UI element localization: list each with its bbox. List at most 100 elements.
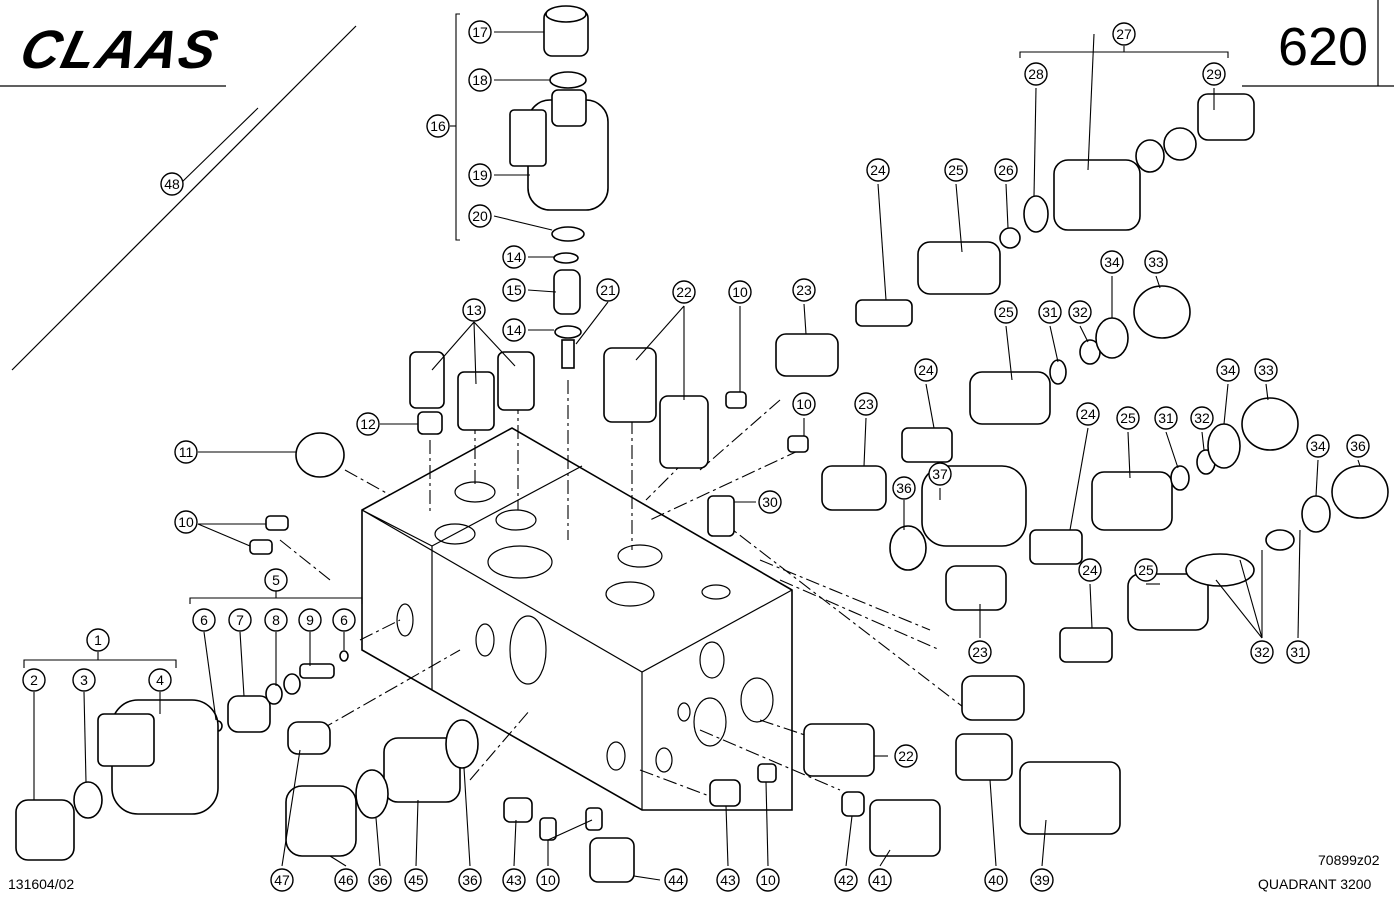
part-41-fitting bbox=[869, 799, 941, 857]
svg-text:19: 19 bbox=[472, 167, 488, 183]
callout-29: 29 bbox=[1202, 62, 1226, 86]
svg-text:25: 25 bbox=[1120, 410, 1136, 426]
svg-text:48: 48 bbox=[164, 176, 180, 192]
callout-15: 15 bbox=[502, 278, 526, 302]
callout-36-d: 36 bbox=[458, 868, 482, 892]
part-25-springs bbox=[917, 241, 1209, 631]
leader-lines bbox=[23, 13, 1361, 881]
svg-text:25: 25 bbox=[1138, 562, 1154, 578]
callout-24-c: 24 bbox=[1076, 402, 1100, 426]
callout-14-lower: 14 bbox=[502, 318, 526, 342]
svg-text:5: 5 bbox=[272, 572, 280, 588]
callout-12: 12 bbox=[356, 412, 380, 436]
svg-text:10: 10 bbox=[796, 396, 812, 412]
part-22-fittings bbox=[603, 347, 875, 777]
svg-text:31: 31 bbox=[1042, 304, 1058, 320]
callout-7: 7 bbox=[228, 608, 252, 632]
svg-text:18: 18 bbox=[472, 72, 488, 88]
callout-45: 45 bbox=[404, 868, 428, 892]
callout-25-c: 25 bbox=[1116, 406, 1140, 430]
callout-41: 41 bbox=[868, 868, 892, 892]
callout-14-upper: 14 bbox=[502, 245, 526, 269]
part-33-plugs bbox=[1133, 285, 1299, 451]
callout-31-b: 31 bbox=[1154, 406, 1178, 430]
part-10-screws bbox=[249, 391, 809, 841]
part-36-plug-right bbox=[1331, 465, 1389, 519]
svg-text:40: 40 bbox=[988, 872, 1004, 888]
part-12-plug bbox=[417, 411, 443, 435]
part-39-elbow bbox=[1019, 761, 1121, 835]
drawing-ref: 70899z02 bbox=[1318, 852, 1380, 868]
svg-text:41: 41 bbox=[872, 872, 888, 888]
svg-text:20: 20 bbox=[472, 208, 488, 224]
svg-text:34: 34 bbox=[1220, 362, 1236, 378]
callout-19: 19 bbox=[468, 163, 492, 187]
svg-text:37: 37 bbox=[932, 466, 948, 482]
callout-23-c: 23 bbox=[968, 640, 992, 664]
svg-text:27: 27 bbox=[1116, 26, 1132, 42]
callout-24-d: 24 bbox=[1078, 558, 1102, 582]
valve-block bbox=[361, 427, 793, 811]
svg-text:13: 13 bbox=[466, 302, 482, 318]
svg-text:1: 1 bbox=[94, 632, 102, 648]
part-43-plugs bbox=[503, 779, 741, 823]
callout-10-e: 10 bbox=[756, 868, 780, 892]
svg-text:36: 36 bbox=[1350, 438, 1366, 454]
svg-text:43: 43 bbox=[506, 872, 522, 888]
callout-32-a: 32 bbox=[1068, 300, 1092, 324]
part-26-disc bbox=[999, 227, 1021, 249]
callout-46: 46 bbox=[334, 868, 358, 892]
callout-33-b: 33 bbox=[1254, 358, 1278, 382]
part-24-bolts bbox=[855, 299, 1113, 663]
svg-text:10: 10 bbox=[732, 284, 748, 300]
callout-10-b: 10 bbox=[728, 280, 752, 304]
svg-text:14: 14 bbox=[506, 249, 522, 265]
svg-text:30: 30 bbox=[762, 494, 778, 510]
callout-22-bottom: 22 bbox=[894, 744, 918, 768]
svg-text:6: 6 bbox=[340, 612, 348, 628]
svg-text:10: 10 bbox=[540, 872, 556, 888]
svg-text:28: 28 bbox=[1028, 66, 1044, 82]
part-47-plug bbox=[287, 721, 331, 755]
callout-17: 17 bbox=[468, 20, 492, 44]
callout-22-top: 22 bbox=[672, 280, 696, 304]
svg-text:45: 45 bbox=[408, 872, 424, 888]
callout-25-b: 25 bbox=[994, 300, 1018, 324]
svg-text:43: 43 bbox=[720, 872, 736, 888]
svg-text:4: 4 bbox=[156, 672, 164, 688]
part-45-check-valve bbox=[383, 737, 461, 803]
assembly-dash-lines bbox=[279, 380, 981, 801]
part-15-valve-insert bbox=[553, 269, 581, 315]
callout-28: 28 bbox=[1024, 62, 1048, 86]
svg-text:23: 23 bbox=[972, 644, 988, 660]
svg-text:36: 36 bbox=[896, 480, 912, 496]
part-17-knob bbox=[543, 5, 589, 57]
model-name: QUADRANT 3200 bbox=[1258, 876, 1372, 892]
callout-13: 13 bbox=[462, 298, 486, 322]
svg-text:33: 33 bbox=[1148, 254, 1164, 270]
callout-27: 27 bbox=[1112, 22, 1136, 46]
svg-text:24: 24 bbox=[1082, 562, 1098, 578]
svg-text:26: 26 bbox=[998, 162, 1014, 178]
callout-9: 9 bbox=[298, 608, 322, 632]
callout-4: 4 bbox=[148, 668, 172, 692]
page-number: 620 bbox=[1277, 17, 1369, 77]
part-19-solenoid bbox=[509, 89, 609, 211]
callout-1: 1 bbox=[86, 628, 110, 652]
part-36-o-ring-center bbox=[445, 719, 479, 769]
svg-text:22: 22 bbox=[676, 284, 692, 300]
callout-10-d: 10 bbox=[536, 868, 560, 892]
svg-text:23: 23 bbox=[858, 396, 874, 412]
svg-text:44: 44 bbox=[668, 872, 684, 888]
part-36-o-ring bbox=[889, 525, 927, 571]
svg-text:11: 11 bbox=[179, 444, 194, 460]
callout-6-right: 6 bbox=[332, 608, 356, 632]
callout-18: 18 bbox=[468, 68, 492, 92]
callout-31-a: 31 bbox=[1038, 300, 1062, 324]
svg-text:31: 31 bbox=[1158, 410, 1174, 426]
diagonal-line-48 bbox=[11, 25, 357, 371]
part-31-32-34-rings bbox=[1049, 317, 1331, 587]
svg-text:25: 25 bbox=[948, 162, 964, 178]
callout-10-a: 10 bbox=[174, 510, 198, 534]
